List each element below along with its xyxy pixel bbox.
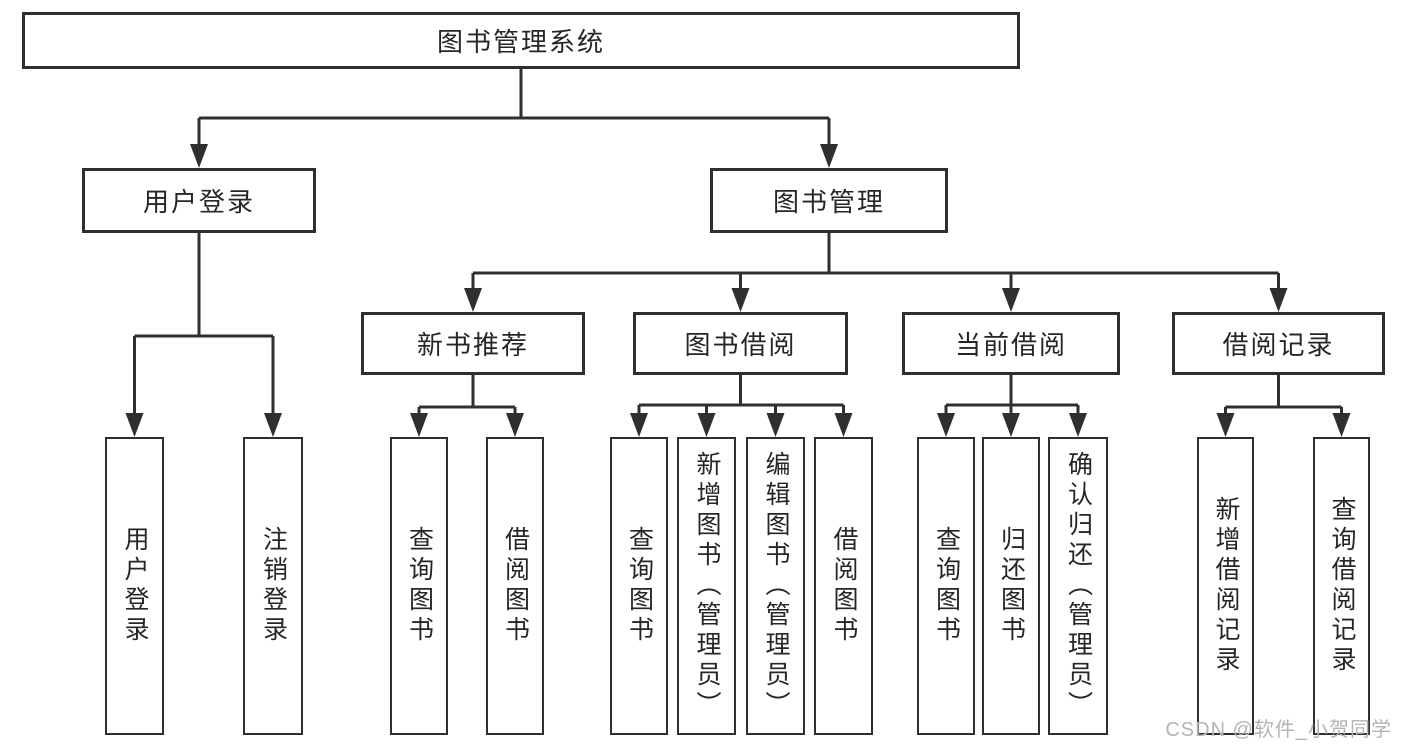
leaf-borrow-books-recommend: 借阅图书 [486,437,544,735]
node-book-borrowing-label: 图书借阅 [684,330,797,360]
node-user-login-label: 用户登录 [142,187,255,217]
leaf-query-books-borrowing-label: 查询图书 [625,526,654,646]
leaf-query-books-current: 查询图书 [917,437,975,735]
leaf-edit-books-admin-label: 编辑图书（管理员） [762,451,790,721]
leaf-borrow-books: 借阅图书 [814,437,873,735]
connector-user-login-children [125,233,282,437]
node-book-management: 图书管理 [710,168,948,233]
node-new-book-recommend: 新书推荐 [361,312,585,375]
leaf-user-login-label: 用户登录 [121,526,149,646]
connector-book-management-children [464,233,1288,312]
connector-borrowing-records-children [1216,375,1351,437]
node-borrowing-records: 借阅记录 [1172,312,1385,375]
leaf-query-borrow-record: 查询借阅记录 [1313,437,1370,735]
connector-book-borrowing-children [630,375,853,437]
leaf-return-books: 归还图书 [982,437,1040,735]
leaf-query-books-recommend: 查询图书 [390,437,448,735]
leaf-user-login: 用户登录 [105,437,164,735]
leaf-query-books-recommend-label: 查询图书 [405,526,434,646]
node-book-borrowing: 图书借阅 [633,312,848,375]
node-current-borrowing-label: 当前借阅 [954,330,1067,360]
node-current-borrowing: 当前借阅 [902,312,1120,375]
node-book-management-label: 图书管理 [772,187,885,217]
leaf-confirm-return-admin: 确认归还（管理员） [1048,437,1108,735]
leaf-logout: 注销登录 [243,437,303,735]
node-borrowing-records-label: 借阅记录 [1222,330,1335,360]
leaf-edit-books-admin: 编辑图书（管理员） [746,437,805,735]
leaf-borrow-books-label: 借阅图书 [830,526,858,646]
connector-new-book-recommend-children [410,375,524,437]
node-user-login: 用户登录 [82,168,316,233]
leaf-logout-label: 注销登录 [259,526,288,646]
leaf-return-books-label: 归还图书 [997,526,1026,646]
leaf-query-books-current-label: 查询图书 [932,526,961,646]
leaf-add-books-admin: 新增图书（管理员） [677,437,736,735]
leaf-borrow-books-recommend-label: 借阅图书 [501,526,530,646]
leaf-add-borrow-record: 新增借阅记录 [1197,437,1254,735]
leaf-query-books-borrowing: 查询图书 [610,437,668,735]
leaf-query-borrow-record-label: 查询借阅记录 [1328,496,1356,676]
leaf-add-borrow-record-label: 新增借阅记录 [1212,496,1240,676]
connector-current-borrowing-children [937,375,1087,437]
csdn-watermark: CSDN @软件_小贺同学 [1165,719,1392,741]
leaf-confirm-return-admin-label: 确认归还（管理员） [1064,451,1093,721]
root-label: 图书管理系统 [436,27,605,57]
connector-root-to-level2 [190,69,838,168]
leaf-add-books-admin-label: 新增图书（管理员） [693,451,721,721]
node-new-book-recommend-label: 新书推荐 [416,330,529,360]
root-box-system: 图书管理系统 [22,12,1020,69]
